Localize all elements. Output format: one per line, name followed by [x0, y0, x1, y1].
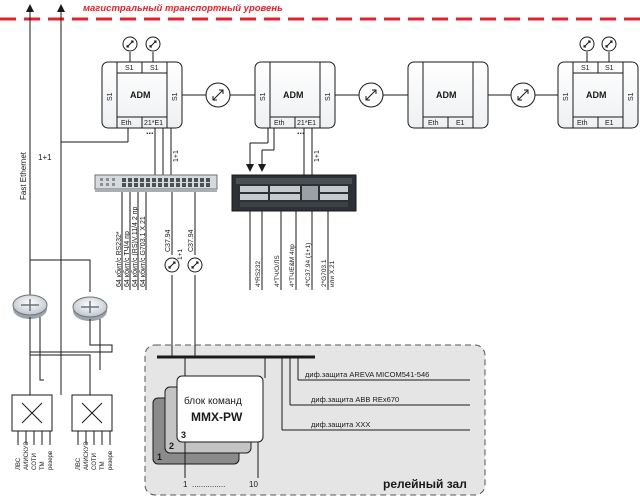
svg-text:1+1: 1+1 [177, 249, 184, 260]
adm2-links: ... 1+1 [246, 126, 321, 175]
router-icon [12, 294, 48, 319]
backbone-title: магистральный транспортный уровень [83, 3, 283, 14]
terminal-box-2: ЛВС АИИСКУЭ СОТИ ТМ резерв [71, 394, 114, 470]
svg-text:1+1: 1+1 [314, 150, 321, 162]
svg-text:ЛВС: ЛВС [76, 457, 82, 470]
transceiver-icon [145, 36, 161, 52]
transceiver-icon [187, 257, 203, 273]
router-icon [72, 296, 108, 321]
transceiver-icons [122, 36, 617, 52]
ring-icons [205, 82, 536, 108]
svg-text:S1: S1 [172, 92, 179, 101]
backbone-line: магистральный транспортный уровень [0, 3, 640, 21]
block-title: блок команд [184, 395, 242, 407]
relay-bus: диф.защита AREVA MICOM541-546 диф.защита… [157, 345, 470, 431]
svg-text:64 кбит/с ТЧ/4 пр: 64 кбит/с ТЧ/4 пр [123, 231, 131, 287]
range-dots: ............... [192, 480, 225, 489]
svg-text:СОТИ: СОТИ [92, 453, 98, 470]
routers [12, 142, 113, 395]
svg-text:64 кбит/с G703.1 X.21: 64 кбит/с G703.1 X.21 [139, 216, 147, 287]
svg-text:ADM: ADM [130, 90, 151, 100]
relay-hall-label: релейный зал [383, 477, 467, 491]
svg-text:ЛВС: ЛВС [16, 457, 22, 470]
block-number-2: 2 [169, 441, 174, 451]
svg-text:S1: S1 [581, 65, 590, 72]
svg-text:E1: E1 [605, 120, 614, 127]
svg-text:S1: S1 [107, 92, 114, 101]
svg-text:1+1: 1+1 [173, 150, 180, 162]
svg-text:ADM: ADM [283, 90, 304, 100]
protection-3: диф.защита XXX [311, 420, 370, 429]
command-blocks: 1 2 3 блок команд MMX-PW 1 .............… [152, 375, 264, 489]
svg-text:S1: S1 [563, 92, 570, 101]
range-start: 1 [183, 480, 188, 489]
protection-1: диф.защита AREVA MICOM541-546 [305, 370, 429, 379]
adm-node-2: S1 S1 ADM Eth 21*E1 [254, 61, 336, 129]
rack-outputs: 4*RS232 4*ТЧ/О/ЛS 4*ТЧ/Е&М 4пр 4*C37.94 … [249, 211, 336, 290]
equipment-rack [231, 174, 357, 212]
mux-outputs: 64 кбит/с RS232* 64 кбит/с ТЧ/4 пр 64 кб… [115, 192, 203, 345]
svg-text:S1: S1 [605, 65, 614, 72]
terminal-box-1: ЛВС АИИСКУЭ СОТИ ТМ резерв [11, 394, 54, 470]
svg-text:резерв: резерв [48, 451, 54, 470]
svg-text:64 кбит/с RS232*: 64 кбит/с RS232* [115, 231, 123, 287]
block-number-1: 1 [157, 452, 162, 462]
block-number-3: 3 [181, 430, 186, 440]
svg-text:резерв: резерв [108, 451, 114, 470]
svg-text:Eth: Eth [121, 120, 132, 127]
svg-text:2*G703.1: 2*G703.1 [321, 259, 328, 287]
transceiver-icon [164, 257, 180, 273]
transceiver-icon [122, 36, 138, 52]
svg-text:4*ТЧ/О/ЛS: 4*ТЧ/О/ЛS [274, 255, 281, 287]
svg-text:...: ... [297, 126, 305, 136]
transceiver-icon [579, 36, 595, 52]
optical-link-icon [358, 82, 384, 108]
svg-text:C37.94: C37.94 [165, 229, 172, 252]
range-end: 10 [249, 480, 258, 489]
svg-text:АИИСКУЭ: АИИСКУЭ [24, 441, 30, 470]
svg-text:Eth: Eth [428, 120, 439, 127]
svg-text:64 кбит/с (RS)V.11/4 2 пр: 64 кбит/с (RS)V.11/4 2 пр [131, 207, 139, 287]
adm1-links: ... 1+1 [61, 126, 180, 175]
svg-text:АИИСКУЭ: АИИСКУЭ [84, 441, 90, 470]
svg-text:S1: S1 [628, 92, 635, 101]
svg-text:ТМ: ТМ [40, 461, 46, 470]
svg-text:S1: S1 [150, 65, 159, 72]
svg-text:S1: S1 [125, 65, 134, 72]
svg-text:21*E1: 21*E1 [144, 120, 163, 127]
svg-text:E1: E1 [456, 120, 465, 127]
svg-text:СОТИ: СОТИ [32, 453, 38, 470]
svg-text:S1: S1 [260, 92, 267, 101]
svg-text:S1: S1 [325, 92, 332, 101]
transceiver-icon [601, 36, 617, 52]
svg-text:4*ТЧ/Е&М 4пр: 4*ТЧ/Е&М 4пр [289, 244, 296, 287]
svg-text:Eth: Eth [577, 120, 588, 127]
multiplexer-unit [94, 174, 218, 192]
svg-text:ТМ: ТМ [100, 461, 106, 470]
svg-text:ADM: ADM [436, 90, 457, 100]
block-model: MMX-PW [191, 410, 243, 424]
svg-text:C37.94: C37.94 [188, 229, 195, 252]
link-1plus1-left: 1+1 [38, 153, 52, 162]
adm-node-1: S1 S1 S1 S1 ADM Eth 21*E1 [101, 61, 183, 129]
adm-node-3: ADM Eth E1 [407, 61, 489, 129]
svg-text:Eth: Eth [274, 120, 285, 127]
optical-link-icon [510, 82, 536, 108]
svg-text:4*RS232: 4*RS232 [255, 261, 262, 287]
svg-text:ADM: ADM [586, 90, 607, 100]
optical-link-icon [205, 82, 231, 108]
adm-node-4: S1 S1 S1 S1 ADM Eth E1 [557, 61, 639, 129]
svg-text:...: ... [146, 126, 154, 136]
svg-text:4*C37.94 (1+1): 4*C37.94 (1+1) [305, 243, 312, 287]
fast-ethernet-label: Fast Ethernet [19, 151, 28, 200]
protection-2: диф.защита ABB REx670 [311, 395, 399, 404]
svg-text:или X.21: или X.21 [329, 260, 336, 287]
svg-text:21*E1: 21*E1 [297, 120, 316, 127]
